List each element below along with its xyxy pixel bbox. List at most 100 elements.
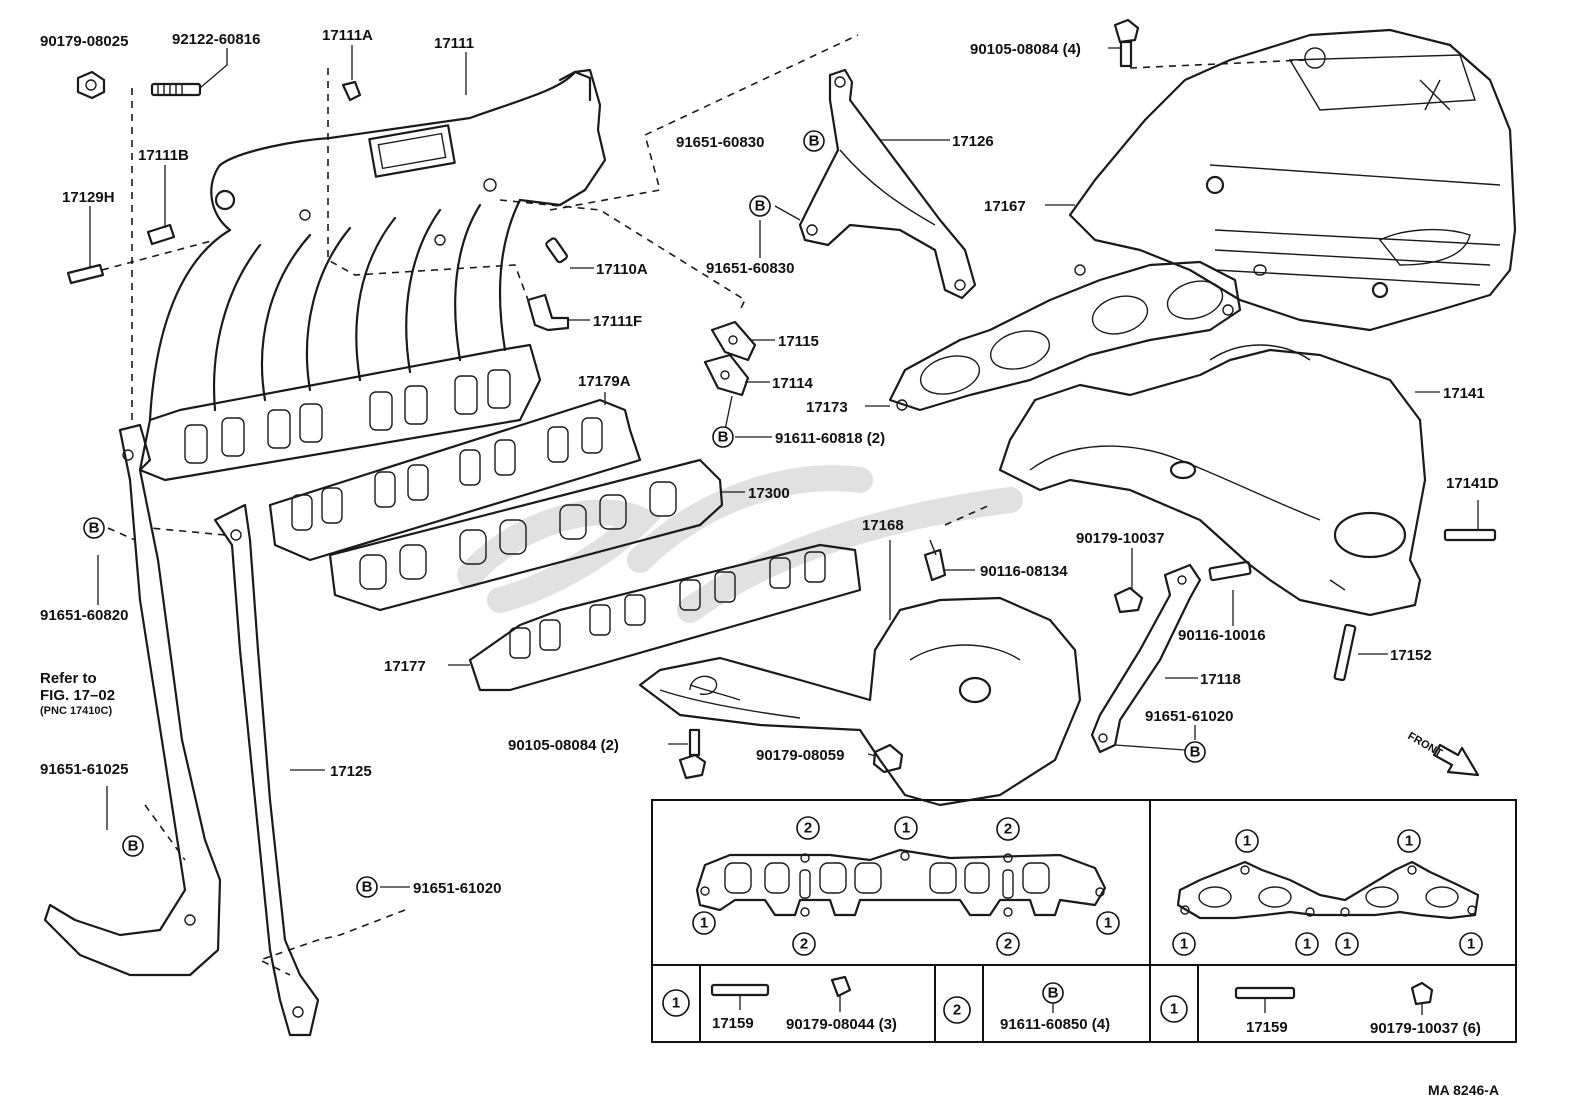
- stud-17141D: [1443, 528, 1497, 542]
- marker-1: 1: [1295, 932, 1319, 956]
- stud-17152: [1333, 623, 1357, 682]
- svg-text:1: 1: [672, 995, 680, 1012]
- label-17168: 17168: [862, 517, 904, 534]
- intake-manifold-17111: [138, 68, 607, 482]
- label-90105-08084-4: 90105-08084 (4): [970, 41, 1081, 58]
- nut-90179-10037: [1113, 586, 1144, 614]
- exhaust-manifold-17141: [998, 264, 1427, 617]
- nut-90179-08025: [76, 70, 106, 100]
- label-91611-60818: 91611-60818 (2): [775, 430, 885, 447]
- label-17126: 17126: [952, 133, 994, 150]
- label-17141: 17141: [1443, 385, 1485, 402]
- label-17111A: 17111A: [322, 27, 373, 44]
- svg-text:1: 1: [1243, 833, 1251, 850]
- svg-text:B: B: [1190, 744, 1201, 761]
- label-17118: 17118: [1200, 671, 1241, 688]
- label-91651-61025: 91651-61025: [40, 761, 128, 778]
- legend-part-91611-60850: 91611-60850 (4): [1000, 1016, 1110, 1033]
- legend-part-17159-b: 17159: [1246, 1019, 1288, 1036]
- svg-text:B: B: [1048, 985, 1059, 1002]
- insulator-17167: [1068, 28, 1517, 332]
- label-92122-60816: 92122-60816: [172, 31, 260, 48]
- marker-2: 2: [996, 817, 1020, 841]
- svg-text:B: B: [362, 879, 373, 896]
- marker-1: 1: [1096, 911, 1120, 935]
- plate-17114: [703, 353, 750, 397]
- svg-text:1: 1: [1303, 936, 1311, 953]
- label-90179-10037: 90179-10037: [1076, 530, 1164, 547]
- plenum-17300: [328, 458, 724, 612]
- svg-text:1: 1: [700, 915, 708, 932]
- label-17179A: 17179A: [578, 373, 631, 390]
- marker-1: 1: [1459, 932, 1483, 956]
- bolt-17129H: [66, 263, 105, 285]
- label-17300: 17300: [748, 485, 790, 502]
- label-17114: 17114: [772, 375, 814, 392]
- label-91651-61020-right: 91651-61020: [1145, 708, 1233, 725]
- marker-1: 1: [1235, 829, 1259, 853]
- label-90179-08059: 90179-08059: [756, 747, 844, 764]
- diagram-code: MA 8246-A: [1428, 1082, 1499, 1098]
- marker-2: 2: [796, 816, 820, 840]
- bolt-90105-08084-2: [678, 728, 707, 780]
- callouts: 90179-08025 92122-60816 17111A 17111 171…: [40, 27, 1499, 1098]
- legend-intake-gasket: [695, 848, 1107, 917]
- svg-text:1: 1: [902, 820, 910, 837]
- label-90179-08025: 90179-08025: [40, 33, 128, 50]
- legend-exhaust-gasket: [1176, 860, 1480, 920]
- legend-cell-2: 2 B 91611-60850 (4): [943, 982, 1110, 1033]
- stud-90116-10016: [1208, 560, 1252, 582]
- svg-text:2: 2: [953, 1002, 961, 1019]
- label-17177: 17177: [384, 658, 426, 675]
- label-90116-08134: 90116-08134: [980, 563, 1068, 580]
- b-marker: B: [712, 426, 734, 448]
- svg-text:1: 1: [1180, 936, 1188, 953]
- svg-text:B: B: [809, 133, 820, 150]
- svg-text:B: B: [89, 520, 100, 537]
- watermark: [457, 465, 1023, 623]
- marker-1: 1: [1335, 932, 1359, 956]
- svg-text:1: 1: [1104, 915, 1112, 932]
- b-markers: B B B B B B B: [83, 130, 1206, 898]
- front-arrow: FRONT: [1406, 730, 1480, 777]
- svg-text:1: 1: [1170, 1001, 1178, 1018]
- svg-text:1: 1: [1405, 833, 1413, 850]
- label-17111: 17111: [434, 35, 474, 52]
- label-17111F: 17111F: [593, 313, 642, 330]
- plug-17111A: [341, 80, 362, 102]
- legend-part-17159: 17159: [712, 1015, 754, 1032]
- stay-17125: [213, 503, 320, 1037]
- svg-text:2: 2: [1004, 821, 1012, 838]
- label-90116-10016: 90116-10016: [1178, 627, 1266, 644]
- label-17110A: 17110A: [596, 261, 648, 278]
- insulator-17168: [638, 596, 1082, 807]
- svg-text:B: B: [128, 838, 139, 855]
- legend-cell-1: 1 17159 90179-08044 (3): [662, 975, 897, 1033]
- reference-lines: [101, 34, 1306, 976]
- stud-92122-60816: [150, 82, 202, 97]
- refer-note-line2: FIG. 17–02: [40, 687, 115, 704]
- marker-1: 1: [1397, 829, 1421, 853]
- gasket-17173: [888, 260, 1242, 412]
- label-17115: 17115: [778, 333, 819, 350]
- legend-circle-markers-intake: 2 1 2 1 2 2 1: [692, 816, 1120, 956]
- svg-text:2: 2: [1004, 936, 1012, 953]
- b-marker: B: [1184, 741, 1206, 763]
- pipe-17110A: [545, 237, 568, 264]
- marker-1: 1: [894, 816, 918, 840]
- legend-part-90179-10037: 90179-10037 (6): [1370, 1020, 1481, 1037]
- stay-17125-left: [43, 423, 222, 977]
- label-17129H: 17129H: [62, 189, 115, 206]
- marker-1: 1: [1172, 932, 1196, 956]
- legend-circle-markers-exhaust: 1 1 1 1 1 1: [1172, 829, 1483, 956]
- label-17125: 17125: [330, 763, 372, 780]
- label-17152: 17152: [1390, 647, 1432, 664]
- label-90105-08084-2: 90105-08084 (2): [508, 737, 619, 754]
- b-marker: B: [356, 876, 378, 898]
- plug-17111B: [146, 223, 176, 246]
- b-marker: B: [749, 195, 771, 217]
- label-17173: 17173: [806, 399, 848, 416]
- svg-text:B: B: [755, 198, 766, 215]
- svg-text:2: 2: [804, 820, 812, 837]
